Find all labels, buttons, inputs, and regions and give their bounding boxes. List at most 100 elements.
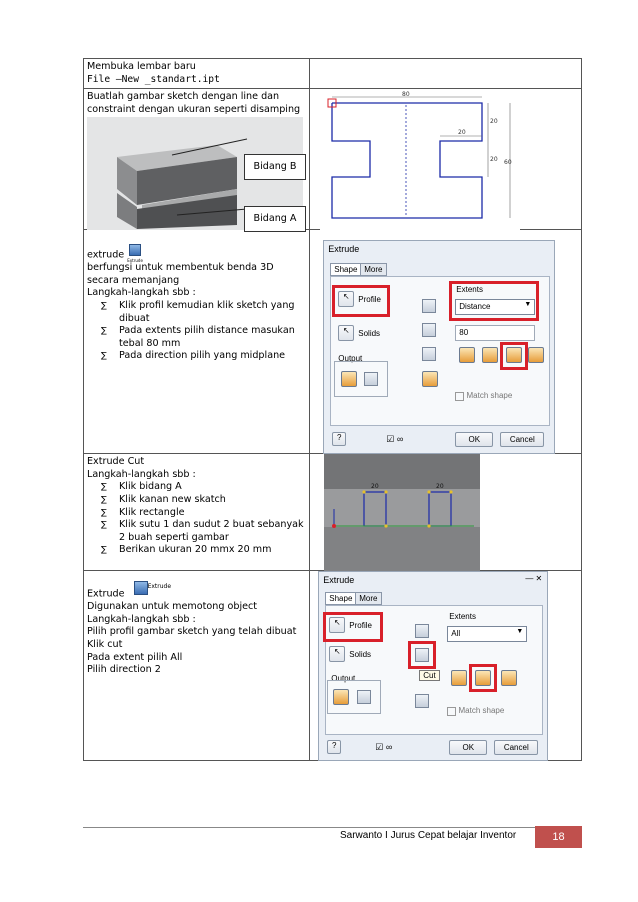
surface-output-icon[interactable] bbox=[364, 372, 379, 387]
extrude-icon: Extrude bbox=[128, 581, 176, 601]
label-bidang-a: Bidang A bbox=[244, 206, 306, 233]
dialog1-tab-more[interactable]: More bbox=[360, 263, 387, 277]
row2-text: Buatlah gambar sketch dengan line dan co… bbox=[82, 88, 311, 233]
row3-title-line: extrude Extrude bbox=[87, 244, 306, 263]
list-item: Klik sutu 1 dan sudut 2 buat sebanyak 2 … bbox=[101, 519, 306, 544]
extrude-dialog-2: Extrude — ✕ Shape More ↖ Profile ↖ Solid… bbox=[318, 571, 549, 762]
list-item: Pada extents pilih distance masukan teba… bbox=[101, 325, 306, 350]
cut-sketch-image: 20 20 bbox=[324, 454, 481, 572]
direction-2-icon[interactable] bbox=[422, 323, 437, 338]
dialog1-profile-button[interactable]: ↖ bbox=[338, 291, 355, 308]
dialog2-solids-label: Solids bbox=[349, 650, 372, 660]
direction-icon-1[interactable] bbox=[451, 670, 468, 687]
direction-1-icon[interactable] bbox=[422, 299, 437, 314]
dialog2-cut-highlight bbox=[408, 641, 437, 670]
row1-empty bbox=[309, 57, 582, 90]
row4-title: Extrude Cut bbox=[87, 456, 145, 468]
direction-icon-3[interactable] bbox=[501, 670, 518, 687]
dialog1-distance-input[interactable]: 80 bbox=[455, 325, 536, 342]
dialog2-profile-highlight bbox=[323, 612, 384, 643]
dialog2-match-shape[interactable]: Match shape bbox=[447, 706, 504, 716]
row5-title-line: Extrude Extrude bbox=[87, 581, 306, 601]
list-item: Pada direction pilih yang midplane bbox=[101, 350, 306, 363]
footer-text: Sarwanto I Jurus Cepat belajar Inventor bbox=[340, 830, 517, 841]
dialog1-tab-shape[interactable]: Shape bbox=[330, 263, 362, 277]
direction-icon-2[interactable] bbox=[475, 670, 492, 687]
direction-icon-2[interactable] bbox=[482, 347, 499, 364]
list-item: Klik cut bbox=[87, 638, 123, 650]
dim-right2: 20 bbox=[490, 156, 498, 163]
dialog1-profile-label: Profile bbox=[358, 295, 381, 305]
join-icon[interactable] bbox=[415, 624, 430, 639]
solid-output-icon[interactable] bbox=[341, 371, 358, 388]
row4-text: Extrude Cut Langkah-langkah sbb : Klik b… bbox=[82, 453, 311, 572]
list-item: Klik rectangle bbox=[101, 507, 306, 520]
dialog2-solids-button[interactable]: ↖ bbox=[329, 646, 346, 663]
row4-steps-title: Langkah-langkah sbb : bbox=[87, 468, 196, 480]
row4-steps: Klik bidang A Klik kanan new skatch Klik… bbox=[101, 481, 306, 557]
footer-rule bbox=[83, 827, 582, 828]
row2-sketch-cell: 80 20 20 20 60 bbox=[309, 88, 582, 231]
checkbox-icon bbox=[447, 706, 457, 716]
list-item: Digunakan untuk memotong object bbox=[87, 601, 258, 613]
content-table: Membuka lembar baru File –New _standart.… bbox=[82, 57, 582, 762]
dialog2-ok-button[interactable]: OK bbox=[449, 740, 488, 756]
dialog1-solids-button[interactable]: ↖ bbox=[338, 325, 355, 342]
dialog2-profile-label: Profile bbox=[349, 621, 372, 631]
direction-icon-4[interactable] bbox=[528, 347, 545, 364]
dialog1-help-button[interactable]: ? bbox=[332, 432, 347, 447]
dialog2-tab-more[interactable]: More bbox=[355, 592, 382, 606]
list-item: Pilih direction 2 bbox=[87, 664, 161, 676]
dialog2-output-box bbox=[327, 680, 382, 715]
cut-dim-2: 20 bbox=[436, 483, 444, 490]
cut-icon[interactable] bbox=[415, 648, 430, 663]
dim-top: 80 bbox=[402, 91, 410, 98]
list-item: Klik kanan new skatch bbox=[101, 494, 306, 507]
glasses-icon[interactable]: ☑ ∞ bbox=[375, 742, 393, 753]
dialog1-output-label: Output bbox=[338, 354, 363, 364]
list-item: Klik bidang A bbox=[101, 481, 306, 494]
dialog1-output-box bbox=[334, 361, 389, 398]
dialog1-extent-select[interactable]: Distance ▼ bbox=[455, 299, 536, 316]
dialog1-ok-button[interactable]: OK bbox=[455, 432, 494, 448]
row-extrude: extrude Extrude berfungsi untuk membentu… bbox=[82, 229, 582, 455]
solid-output-icon[interactable] bbox=[333, 689, 350, 706]
row1-line1: Membuka lembar baru bbox=[87, 61, 196, 72]
intersect-icon[interactable] bbox=[415, 694, 430, 709]
dialog2-extent-select[interactable]: All ▼ bbox=[447, 626, 528, 643]
chevron-down-icon: ▼ bbox=[524, 301, 532, 309]
list-item: Berikan ukuran 20 mmx 20 mm bbox=[101, 544, 306, 557]
dialog1-midplane-highlight bbox=[500, 342, 529, 371]
row3-steps: Klik profil kemudian klik sketch yang di… bbox=[101, 300, 306, 363]
dialog2-cancel-button[interactable]: Cancel bbox=[494, 740, 539, 756]
dialog1-solids-label: Solids bbox=[358, 329, 381, 339]
row3-text: extrude Extrude berfungsi untuk membentu… bbox=[82, 229, 311, 455]
row1-text: Membuka lembar baru File –New _standart.… bbox=[82, 57, 311, 90]
row3-steps-title: Langkah-langkah sbb : bbox=[87, 287, 196, 299]
label-bidang-b: Bidang B bbox=[244, 154, 306, 181]
dialog2-tab-shape[interactable]: Shape bbox=[325, 592, 357, 606]
surface-output-icon[interactable] bbox=[357, 690, 372, 705]
list-item: Klik profil kemudian klik sketch yang di… bbox=[101, 300, 306, 325]
midplane-icon[interactable] bbox=[506, 347, 523, 364]
row5-text: Extrude Extrude Digunakan untuk memotong… bbox=[82, 570, 311, 762]
extrude-dialog-1: Extrude Shape More ↖ Profile ↖ Solids Ou… bbox=[323, 240, 556, 455]
dialog2-profile-button[interactable]: ↖ bbox=[329, 617, 346, 634]
dialog1-match-shape[interactable]: Match shape bbox=[455, 391, 512, 401]
row2-desc: Buatlah gambar sketch dengan line dan co… bbox=[87, 91, 301, 115]
close-icon[interactable]: — ✕ bbox=[525, 574, 543, 584]
dialog1-profile-highlight bbox=[332, 285, 391, 318]
dialog1-cancel-button[interactable]: Cancel bbox=[500, 432, 545, 448]
list-item: Pada extent pilih All bbox=[87, 651, 183, 663]
direction-icon-1[interactable] bbox=[459, 347, 476, 364]
glasses-icon[interactable]: ☑ ∞ bbox=[386, 434, 404, 445]
row-sketch: Buatlah gambar sketch dengan line dan co… bbox=[82, 88, 582, 233]
row3-title: extrude bbox=[87, 249, 125, 261]
dialog2-cut-tooltip: Cut bbox=[419, 670, 440, 682]
operation-icon[interactable] bbox=[422, 371, 439, 388]
dialog2-help-button[interactable]: ? bbox=[327, 740, 342, 755]
dialog1-extent-value: Distance bbox=[459, 302, 491, 312]
cut-dim-1: 20 bbox=[371, 483, 379, 490]
direction-3-icon[interactable] bbox=[422, 347, 437, 362]
row5-dialog-cell: Extrude — ✕ Shape More ↖ Profile ↖ Solid… bbox=[309, 570, 582, 762]
